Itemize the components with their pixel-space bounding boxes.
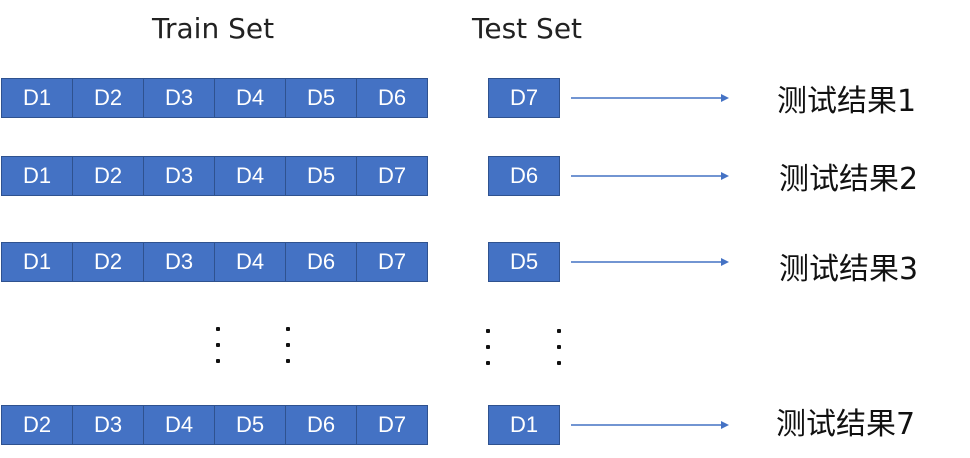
vertical-ellipsis-icon: [284, 325, 292, 365]
vertical-ellipsis-icon: [484, 327, 492, 367]
train-block: D6: [357, 79, 427, 117]
test-block: D5: [488, 242, 560, 282]
train-block: D1: [2, 79, 73, 117]
train-block: D5: [215, 406, 286, 444]
arrow-right-icon: [571, 172, 729, 180]
train-block: D3: [144, 157, 215, 195]
train-block: D5: [286, 79, 357, 117]
train-block: D4: [215, 157, 286, 195]
test-result-label: 测试结果1: [777, 84, 917, 119]
train-block: D5: [286, 157, 357, 195]
test-result-label: 测试结果2: [779, 162, 919, 197]
test-set-header: Test Set: [472, 12, 583, 45]
vertical-ellipsis-icon: [555, 327, 563, 367]
train-block: D3: [144, 243, 215, 281]
train-block: D2: [73, 79, 144, 117]
vertical-ellipsis-icon: [214, 325, 222, 365]
train-block-group: D1 D2 D3 D4 D6 D7: [1, 242, 428, 282]
train-block-group: D1 D2 D3 D4 D5 D7: [1, 156, 428, 196]
train-block: D4: [215, 243, 286, 281]
arrow-right-icon: [571, 258, 729, 266]
train-set-header: Train Set: [152, 12, 275, 45]
train-block: D7: [357, 157, 427, 195]
test-result-label: 测试结果7: [776, 407, 916, 442]
train-block: D3: [73, 406, 144, 444]
test-block: D6: [488, 156, 560, 196]
fold-row: D1 D2 D3 D4 D6 D7 D5 测试结果3: [0, 242, 970, 287]
train-block: D2: [73, 157, 144, 195]
train-block: D6: [286, 406, 357, 444]
train-block: D1: [2, 157, 73, 195]
train-block: D6: [286, 243, 357, 281]
train-block: D4: [215, 79, 286, 117]
fold-row: D1 D2 D3 D4 D5 D6 D7 测试结果1: [0, 78, 970, 119]
arrow-right-icon: [571, 421, 729, 429]
test-block: D1: [488, 405, 560, 445]
test-block: D7: [488, 78, 560, 118]
fold-row: D1 D2 D3 D4 D5 D7 D6 测试结果2: [0, 156, 970, 197]
arrow-right-icon: [571, 94, 729, 102]
train-block: D3: [144, 79, 215, 117]
train-block-group: D2 D3 D4 D5 D6 D7: [1, 405, 428, 445]
train-block: D7: [357, 243, 427, 281]
train-block: D7: [357, 406, 427, 444]
train-block: D4: [144, 406, 215, 444]
train-block-group: D1 D2 D3 D4 D5 D6: [1, 78, 428, 118]
fold-row: D2 D3 D4 D5 D6 D7 D1 测试结果7: [0, 405, 970, 445]
test-result-label: 测试结果3: [779, 252, 919, 287]
train-block: D2: [2, 406, 73, 444]
train-block: D2: [73, 243, 144, 281]
train-block: D1: [2, 243, 73, 281]
